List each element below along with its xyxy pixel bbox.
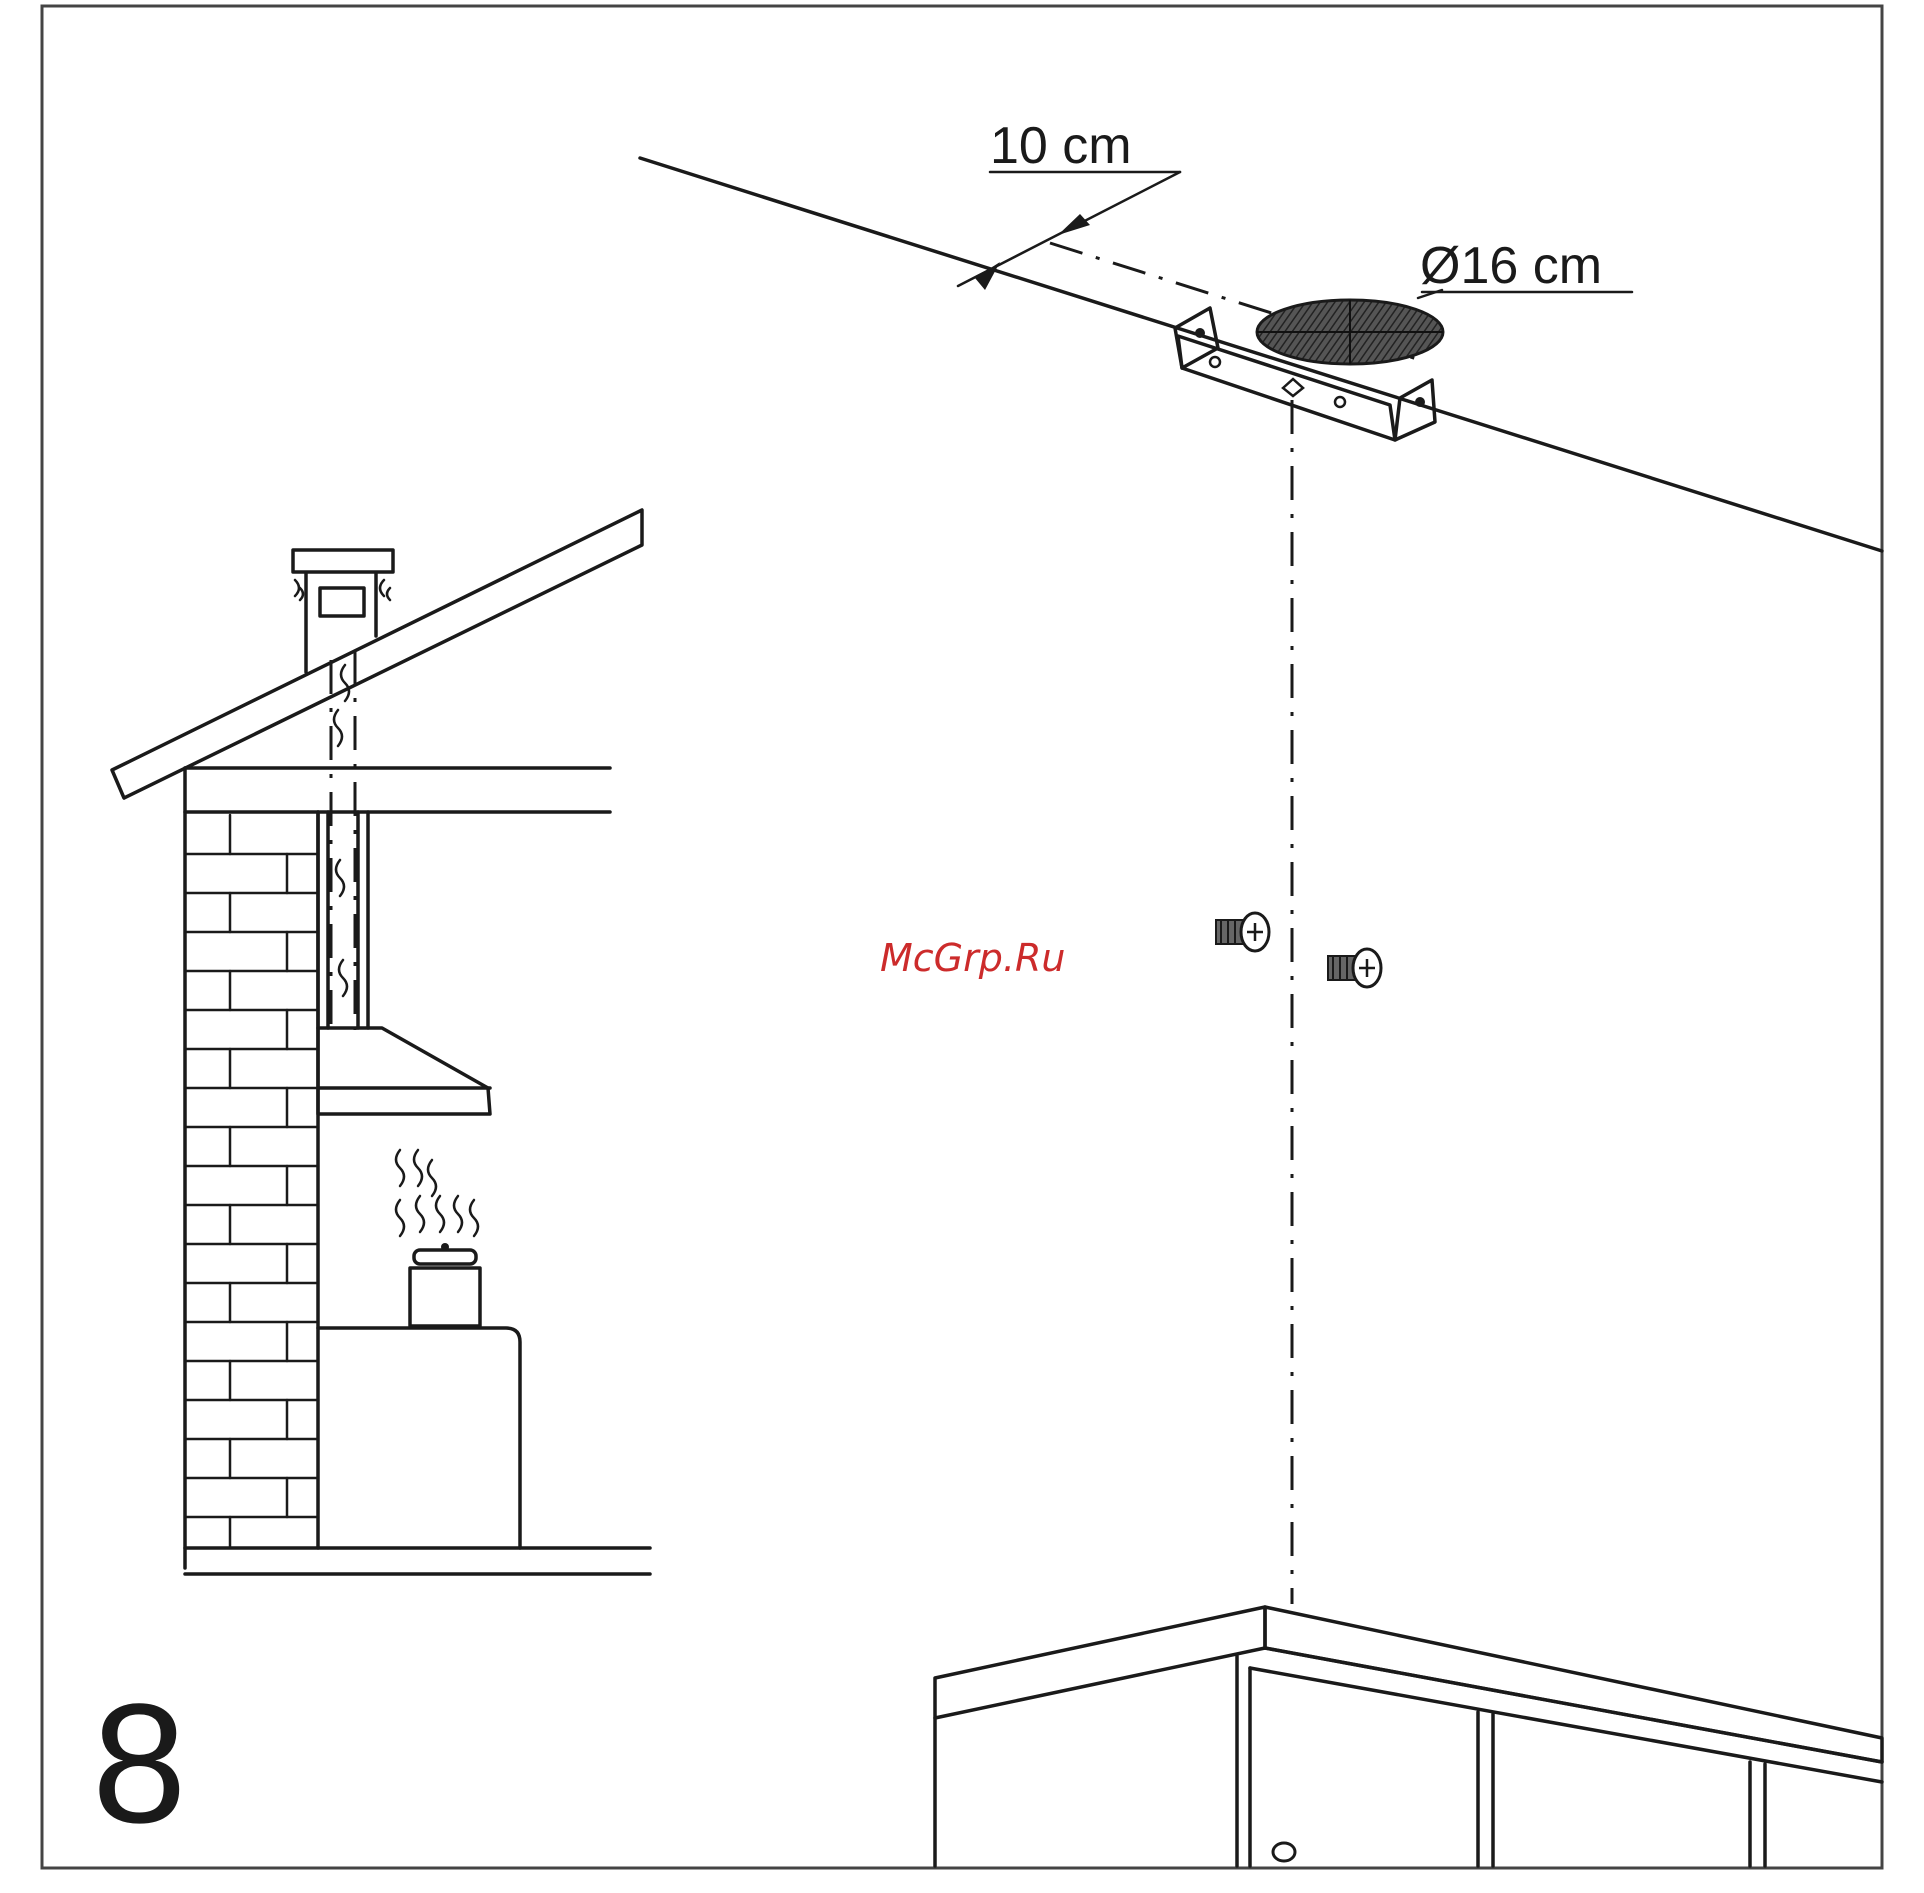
watermark-text: McGrp.Ru	[880, 936, 1065, 980]
diameter-label: Ø16 cm	[1420, 237, 1602, 295]
brick-wall	[185, 815, 318, 1548]
offset-label: 10 cm	[990, 117, 1132, 175]
step-number: 8	[92, 1669, 187, 1859]
ceiling-line	[640, 158, 1882, 551]
screw-icon	[1328, 949, 1381, 987]
house-section	[112, 510, 650, 1574]
wall-cabinet	[935, 1607, 1882, 1866]
screw-icon	[1216, 913, 1269, 951]
duct-opening: Ø16 cm	[1257, 237, 1632, 364]
